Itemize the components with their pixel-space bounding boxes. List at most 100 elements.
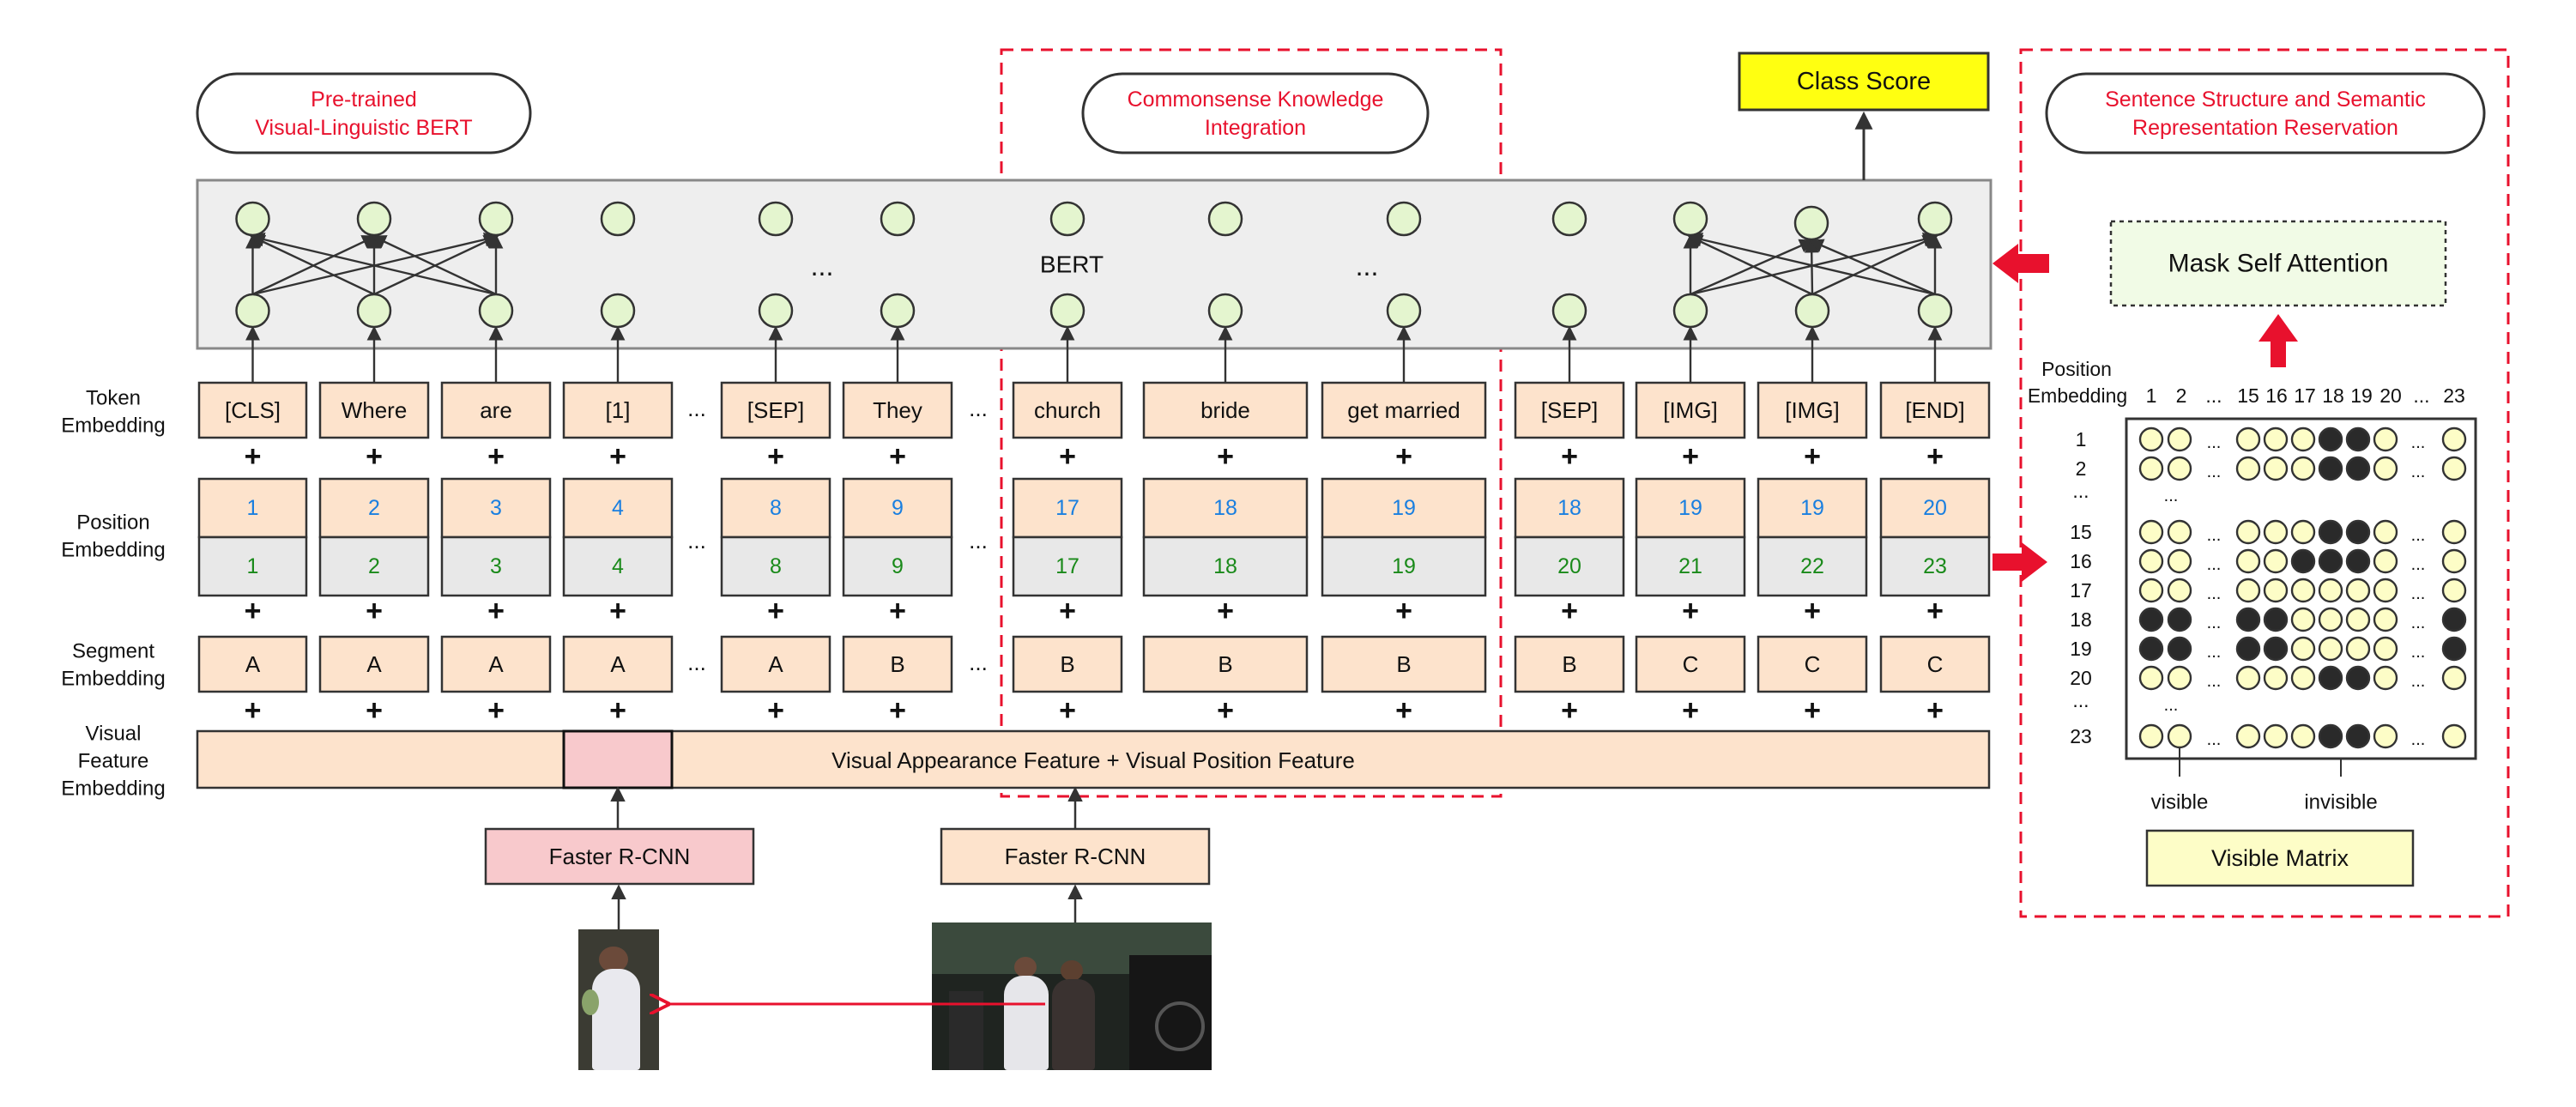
token-embedding-label-1: Embedding: [61, 414, 165, 438]
attention-connection: [371, 235, 497, 296]
plus-sign: +: [366, 595, 383, 627]
bert-output-node: [1917, 201, 1953, 237]
bert-output-node: [235, 201, 270, 237]
attention-connection: [1808, 239, 1936, 296]
matrix-cell-visible: [2235, 723, 2261, 749]
visual-feature-text: Visual Appearance Feature + Visual Posit…: [831, 747, 1355, 773]
visual-feature-embedding-label-1: Feature: [78, 750, 149, 773]
plus-sign: +: [1682, 440, 1699, 473]
segment-embedding-label-0: Segment: [72, 640, 154, 663]
matrix-cell-visible: [2290, 426, 2316, 452]
plus-sign: +: [1804, 595, 1821, 627]
plus-sign: +: [1682, 694, 1699, 727]
segment-text: B: [1060, 651, 1074, 677]
plus-sign: +: [767, 595, 784, 627]
token-text: [IMG]: [1785, 397, 1840, 423]
matrix-row-label: 17: [2070, 579, 2092, 602]
plus-sign: +: [1059, 595, 1076, 627]
matrix-cell-visible: [2263, 578, 2289, 603]
plus-sign: +: [1926, 440, 1944, 473]
matrix-ellipsis: ...: [2207, 555, 2222, 574]
segment-text: C: [1805, 651, 1821, 677]
matrix-col-label: 2: [2176, 384, 2187, 407]
matrix-cell-visible: [2138, 426, 2164, 452]
matrix-cell-visible: [2263, 723, 2289, 749]
position-box-top: [720, 477, 831, 539]
bert-input-node: [1917, 293, 1953, 329]
position-top-value: 17: [1055, 496, 1079, 520]
matrix-cell-visible: [2441, 519, 2467, 545]
position-bottom-value: 23: [1923, 554, 1947, 578]
bert-input-node: [1794, 293, 1830, 329]
matrix-ellipsis: ...: [2411, 643, 2426, 662]
token-text: They: [873, 397, 922, 423]
segment-box: [318, 635, 430, 693]
plus-sign: +: [1395, 595, 1412, 627]
visual-feature-bar: [196, 729, 1991, 789]
position-bottom-value: 20: [1557, 554, 1581, 578]
attention-connection: [1690, 239, 1815, 296]
matrix-cell-visible: [2345, 636, 2371, 662]
token-box: [1635, 381, 1746, 439]
plus-sign: +: [1217, 440, 1234, 473]
position-box-bottom: [440, 535, 552, 597]
matrix-cell-invisible: [2263, 607, 2289, 632]
matrix-cell-visible: [2318, 636, 2343, 662]
cropped-bride-image: [578, 929, 659, 1070]
plus-sign: +: [889, 440, 906, 473]
position-embedding-label-1: Embedding: [61, 539, 165, 562]
faster-rcnn-box-left-label: Faster R-CNN: [549, 844, 691, 869]
plus-sign: +: [1804, 440, 1821, 473]
plus-sign: +: [1561, 440, 1578, 473]
matrix-col-label: 23: [2443, 384, 2465, 407]
position-top-value: 19: [1678, 496, 1702, 520]
segment-box: [440, 635, 552, 693]
position-box-top: [1635, 477, 1746, 539]
position-box-top: [440, 477, 552, 539]
attention-connection: [1804, 238, 1819, 295]
matrix-cell-invisible: [2345, 665, 2371, 691]
position-top-value: 1: [247, 496, 259, 520]
mask-self-attention-label: Mask Self Attention: [2168, 250, 2389, 278]
segment-text: B: [890, 651, 904, 677]
position-top-value: 9: [892, 496, 904, 520]
matrix-cell-visible: [2138, 665, 2164, 691]
bert-output-node: [880, 201, 916, 237]
matrix-cell-visible: [2318, 578, 2343, 603]
token-box: [842, 381, 953, 439]
matrix-cell-visible: [2138, 723, 2164, 749]
matrix-cell-visible: [2263, 519, 2289, 545]
position-bottom-value: 22: [1800, 554, 1824, 578]
matrix-cell-invisible: [2441, 636, 2467, 662]
plus-sign: +: [245, 595, 262, 627]
segment-text: A: [610, 651, 626, 677]
bert-output-node: [1386, 201, 1422, 237]
embedding-rows: TokenEmbeddingPositionEmbeddingSegmentEm…: [61, 381, 1991, 801]
matrix-cell-visible: [2373, 548, 2398, 574]
matrix-ellipsis: ...: [2207, 614, 2222, 632]
row-ellipsis-b0: ...: [969, 396, 988, 421]
matrix-row-label: 1: [2076, 428, 2087, 451]
visible-matrix-title-box: Visible Matrix: [2145, 829, 2415, 887]
matrix-cell-visible: [2290, 519, 2316, 545]
attention-connection: [1811, 235, 1938, 296]
matrix-cell-visible: [2373, 519, 2398, 545]
attention-connection: [1687, 235, 1813, 296]
segment-box: [1321, 635, 1487, 693]
token-box: [562, 381, 674, 439]
scene-image: [932, 922, 1212, 1070]
matrix-cell-invisible: [2345, 519, 2371, 545]
bert-input-node: [478, 293, 514, 329]
token-box: [1321, 381, 1487, 439]
position-top-value: 8: [770, 496, 782, 520]
position-top-value: 4: [612, 496, 624, 520]
position-bottom-value: 1: [247, 554, 259, 578]
matrix-ellipsis: ...: [2207, 526, 2222, 545]
matrix-cell-visible: [2290, 636, 2316, 662]
matrix-cell-visible: [2263, 665, 2289, 691]
matrix-ellipsis-row: ...: [2164, 696, 2179, 715]
bert-input-node: [1672, 293, 1708, 329]
position-box-bottom: [1879, 535, 1991, 597]
